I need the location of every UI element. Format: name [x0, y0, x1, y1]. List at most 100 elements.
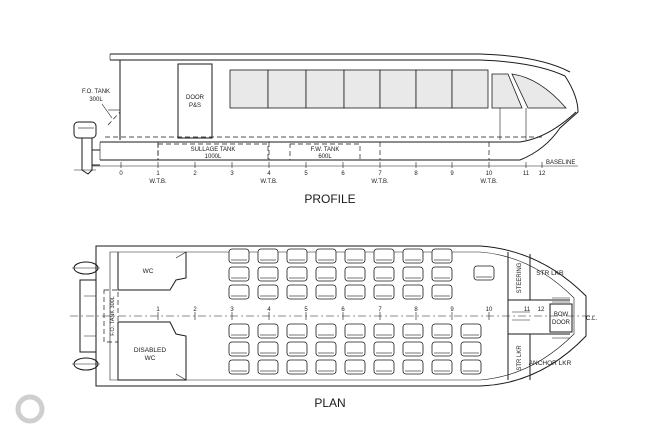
seat-stbd-r0-c4: [344, 323, 366, 339]
seat-port-r1-c6: [402, 266, 424, 282]
seat-stbd-r0-c7: [431, 323, 453, 339]
profile-frame-1: 1: [156, 171, 160, 177]
outboard-engine-icon: [73, 121, 97, 175]
seat-port-r0-c1: [257, 248, 279, 264]
seat-port-r1-c7: [431, 266, 453, 282]
passenger-seating: [228, 248, 495, 375]
profile-frame-4: 4: [267, 171, 271, 177]
seat-port-r0-c7: [431, 248, 453, 264]
seat-port-r2-c6: [402, 284, 424, 300]
seat-port-r0-c2: [286, 248, 308, 264]
anchor-lkr-label: ANCHOR LKR: [529, 360, 572, 367]
seat-port-r1-c2: [286, 266, 308, 282]
plan-frame-12: 12: [538, 307, 545, 313]
seat-stbd-r0-c8: [460, 323, 482, 339]
fw-tank-outline: [289, 143, 361, 161]
seat-port-r0-c5: [373, 248, 395, 264]
seat-stbd-r2-c3: [315, 359, 337, 375]
profile-wtb-7: W.T.B.: [371, 179, 389, 185]
seat-stbd-r2-c6: [402, 359, 424, 375]
plan-view: F.O. TANK 300L WC DISABLED WC C.L. 1 2 3…: [70, 245, 597, 410]
profile-frame-0: 0: [119, 171, 123, 177]
outboard-engine-port-icon: [72, 261, 100, 275]
door-ps: [177, 63, 213, 139]
sullage-tank-label: SULLAGE TANK: [191, 147, 236, 153]
seat-port-r0-c3: [315, 248, 337, 264]
seat-stbd-r0-c5: [373, 323, 395, 339]
profile-frame-12: 12: [539, 171, 546, 177]
outboard-engine-starboard-icon: [72, 357, 100, 371]
fw-tank-label: F.W. TANK: [311, 147, 340, 153]
str-lkr-label-aft: STR LKR: [517, 345, 523, 371]
seat-stbd-r0-c3: [315, 323, 337, 339]
seat-stbd-r2-c2: [286, 359, 308, 375]
seat-stbd-r1-c8: [460, 341, 482, 357]
profile-frame-6: 6: [341, 171, 345, 177]
profile-wtb-4: W.T.B.: [260, 179, 278, 185]
disabled-wc-label-line2: WC: [145, 355, 156, 362]
seat-port-r0-c6: [402, 248, 424, 264]
plan-frame-7: 7: [378, 307, 382, 313]
seat-port-r1-c5: [373, 266, 395, 282]
baseline-label: BASELINE: [546, 160, 575, 166]
door-label-line1: DOOR: [186, 95, 205, 101]
seat-stbd-r0-c2: [286, 323, 308, 339]
seat-stbd-r0-c1: [257, 323, 279, 339]
profile-wtb-10: W.T.B.: [480, 179, 498, 185]
seat-stbd-r2-c4: [344, 359, 366, 375]
plan-frame-8: 8: [414, 307, 418, 313]
profile-view: DOOR P&S SULLAGE TANK 1000L F.W. TANK 60…: [73, 53, 579, 206]
bow-door-label-line1: BOW: [554, 312, 569, 318]
plan-frame-10: 10: [486, 307, 493, 313]
seat-port-r1-c0: [228, 266, 250, 282]
door-label-line2: P&S: [189, 103, 201, 109]
sullage-tank-capacity: 1000L: [205, 154, 222, 160]
seat-port-r1-c3: [315, 266, 337, 282]
seat-stbd-r2-c8: [460, 359, 482, 375]
seat-stbd-r2-c1: [257, 359, 279, 375]
bow-door-label-line2: DOOR: [552, 320, 571, 326]
fw-tank-capacity: 600L: [318, 154, 332, 160]
profile-title: PROFILE: [304, 192, 355, 206]
seat-port-r2-c2: [286, 284, 308, 300]
plan-frame-6: 6: [341, 307, 345, 313]
wc-label: WC: [143, 268, 154, 275]
profile-frame-3: 3: [230, 171, 234, 177]
centerline-label: C.L.: [586, 316, 597, 322]
seat-stbd-r1-c4: [344, 341, 366, 357]
seat-port-r0-c4: [344, 248, 366, 264]
profile-frame-scale: 0 1 2 3 4 5 6 7 8 9 10 11 12 W.T.B. W.T.…: [119, 162, 546, 185]
plan-frame-1: 1: [156, 307, 160, 313]
steering-label: STEERING: [517, 262, 523, 293]
plan-title: PLAN: [314, 396, 345, 410]
seat-port-r2-c0: [228, 284, 250, 300]
profile-frame-2: 2: [193, 171, 197, 177]
seat-stbd-r2-c7: [431, 359, 453, 375]
str-lkr-label-fwd: STR LKR: [536, 270, 564, 277]
plan-frame-5: 5: [304, 307, 308, 313]
seat-stbd-r1-c7: [431, 341, 453, 357]
seat-stbd-r1-c2: [286, 341, 308, 357]
windscreen: [511, 73, 567, 109]
fo-tank-capacity: 300L: [89, 97, 103, 103]
seat-stbd-r2-c5: [373, 359, 395, 375]
seat-stbd-r0-c0: [228, 323, 250, 339]
seat-stbd-r1-c5: [373, 341, 395, 357]
plan-frame-9: 9: [450, 307, 454, 313]
plan-frame-2: 2: [193, 307, 197, 313]
seat-stbd-r1-c0: [228, 341, 250, 357]
seat-port-r0-c0: [228, 248, 250, 264]
seat-port-r2-c3: [315, 284, 337, 300]
bow-door: [549, 303, 573, 333]
plan-frame-4: 4: [267, 307, 271, 313]
seat-port-r1-c4: [344, 266, 366, 282]
plan-frame-3: 3: [230, 307, 234, 313]
seat-stbd-r1-c6: [402, 341, 424, 357]
profile-frame-5: 5: [304, 171, 308, 177]
seat-port-r2-c7: [431, 284, 453, 300]
profile-frame-8: 8: [414, 171, 418, 177]
brand-ring-icon: [15, 394, 45, 424]
seat-stbd-r2-c0: [228, 359, 250, 375]
seat-port-r2-c1: [257, 284, 279, 300]
